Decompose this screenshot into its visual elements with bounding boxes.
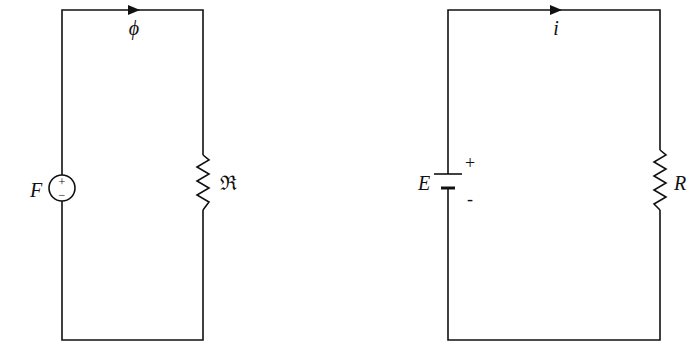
polarity-sign: − — [59, 189, 66, 201]
wire — [448, 10, 660, 174]
wire — [62, 201, 203, 340]
mmf-symbol: F — [30, 180, 42, 200]
polarity-sign: + — [59, 176, 66, 188]
battery-plate — [441, 187, 455, 190]
polarity-sign: - — [467, 190, 473, 208]
mmf-source-symbol — [49, 175, 75, 201]
reluctance-symbol — [197, 155, 209, 210]
flux-arrow — [128, 5, 140, 15]
emf-symbol: E — [418, 173, 430, 193]
resistance-symbol: R — [674, 173, 686, 193]
flux-symbol: ϕ — [129, 18, 139, 38]
current-symbol: i — [553, 18, 559, 38]
polarity-sign: + — [465, 154, 475, 172]
wire — [448, 188, 660, 340]
reluctance-symbol-label: ℜ — [220, 173, 237, 193]
resistor-symbol — [654, 150, 666, 210]
wire — [62, 10, 203, 175]
battery-plate — [434, 173, 462, 175]
current-arrow — [550, 5, 562, 15]
